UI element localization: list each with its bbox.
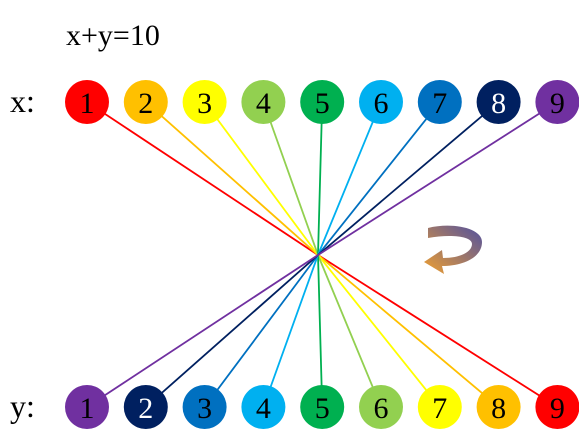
x-value-circle-fill	[417, 80, 462, 124]
y-value-number: 8	[491, 392, 506, 425]
y-value-circle-7: 7	[417, 385, 462, 429]
y-value-circle-4: 4	[241, 385, 286, 429]
connection-line-9	[86, 101, 558, 408]
y-value-circle-5: 5	[300, 385, 345, 429]
x-value-circle-fill	[241, 80, 286, 124]
y-value-circle-fill	[241, 385, 286, 429]
y-value-circle-fill	[417, 385, 462, 429]
x-value-circle-7: 7	[417, 80, 462, 124]
x-value-circle-fill	[359, 80, 403, 124]
x-value-circle-5: 5	[300, 80, 345, 124]
y-value-circle-fill	[182, 385, 227, 429]
y-value-number: 2	[138, 392, 153, 425]
x-value-circle-8: 8	[476, 80, 521, 124]
y-value-circle-9: 9	[535, 385, 579, 429]
x-value-circle-2: 2	[123, 80, 168, 124]
x-value-circle-3: 3	[182, 80, 227, 124]
row-y-label: y:	[10, 388, 35, 424]
y-value-circle-fill	[535, 385, 579, 429]
connection-line-8	[145, 101, 500, 408]
x-value-circle-fill	[182, 80, 227, 124]
y-value-number: 6	[374, 392, 389, 425]
y-value-circle-fill	[300, 385, 345, 429]
x-value-circle-fill	[476, 80, 521, 124]
x-value-number: 7	[432, 87, 447, 120]
y-value-number: 5	[315, 392, 330, 425]
x-value-number: 3	[197, 87, 212, 120]
y-value-number: 3	[197, 392, 212, 425]
y-value-circle-2: 2	[123, 385, 168, 429]
y-value-circle-1: 1	[65, 385, 109, 429]
y-value-number: 4	[256, 392, 271, 425]
y-value-circle-fill	[65, 385, 109, 429]
y-value-circle-6: 6	[359, 385, 403, 429]
y-value-circle-fill	[476, 385, 521, 429]
x-value-number: 4	[256, 87, 271, 120]
y-value-circle-3: 3	[182, 385, 227, 429]
x-value-circle-4: 4	[241, 80, 286, 124]
x-value-number: 1	[80, 87, 95, 120]
x-value-circle-fill	[65, 80, 109, 124]
x-value-circle-6: 6	[359, 80, 403, 124]
rotate-arrow-icon	[424, 225, 482, 274]
x-value-circle-fill	[535, 80, 579, 124]
equation-title: x+y=10	[66, 19, 160, 52]
y-value-number: 7	[432, 392, 447, 425]
connection-line-6	[262, 101, 382, 408]
connection-lines	[86, 101, 558, 408]
y-value-number: 9	[550, 392, 565, 425]
x-value-circle-1: 1	[65, 80, 109, 124]
y-values-row: 1 2 3 4 5 6 7 8 9	[65, 385, 579, 429]
row-x-label: x:	[10, 83, 35, 119]
connection-line-4	[262, 101, 382, 408]
x-value-number: 9	[550, 87, 565, 120]
connection-line-7	[203, 101, 441, 408]
x-value-circle-fill	[300, 80, 345, 124]
x-value-number: 5	[315, 87, 330, 120]
y-value-circle-8: 8	[476, 385, 521, 429]
x-values-row: 1 2 3 4 5 6 7 8 9	[65, 80, 579, 124]
x-value-circle-fill	[123, 80, 168, 124]
y-value-circle-fill	[359, 385, 403, 429]
x-value-number: 8	[491, 87, 506, 120]
x-value-number: 6	[374, 87, 389, 120]
y-value-circle-fill	[123, 385, 168, 429]
y-value-number: 1	[80, 392, 95, 425]
x-value-circle-9: 9	[535, 80, 579, 124]
x-value-number: 2	[138, 87, 153, 120]
